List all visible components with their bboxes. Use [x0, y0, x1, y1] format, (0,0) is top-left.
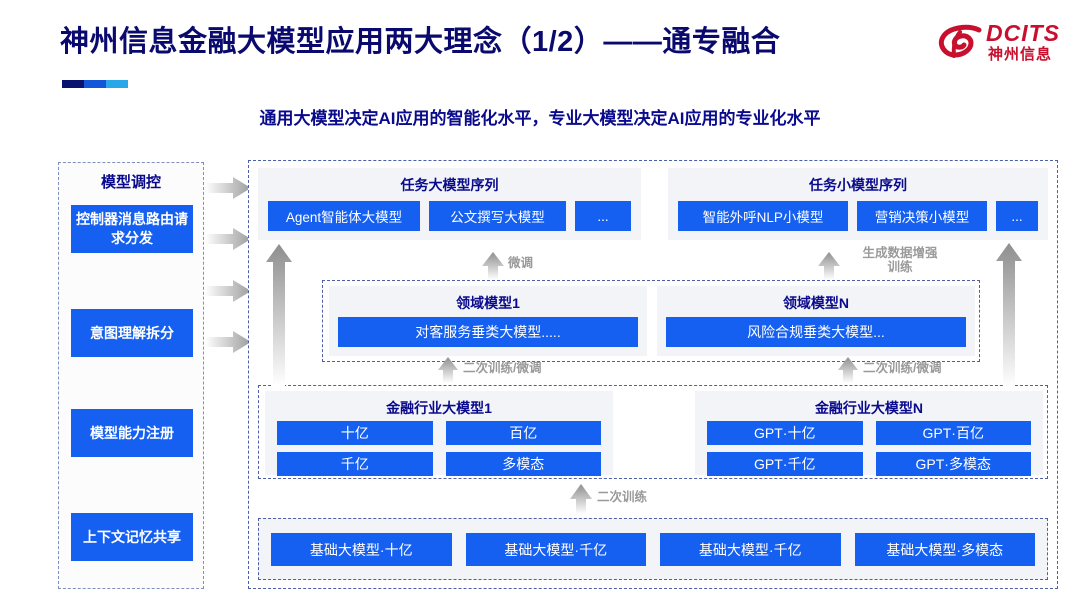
task-small-model-panel: 任务小模型序列 智能外呼NLP小模型 营销决策小模型 ... — [668, 168, 1048, 240]
domain-model-container: 领域模型1 对客服务垂类大模型..... 领域模型N 风险合规垂类大模型... — [322, 280, 980, 362]
arrow-label-data-aug-line2: 训练 — [887, 260, 913, 274]
task-small-chip-more[interactable]: ... — [996, 201, 1038, 231]
domain-model-1-panel: 领域模型1 对客服务垂类大模型..... — [329, 286, 647, 356]
control-item-router-dispatch[interactable]: 控制器消息路由请求分发 — [71, 205, 193, 253]
up-arrow-icon-data-augmentation — [818, 252, 840, 280]
task-big-chip-more[interactable]: ... — [575, 201, 631, 231]
domain-model-1-bar[interactable]: 对客服务垂类大模型..... — [338, 317, 638, 347]
industry-n-cell-gpt-baiyi[interactable]: GPT·百亿 — [875, 421, 1031, 445]
base-cell-multimodal[interactable]: 基础大模型·多模态 — [854, 533, 1035, 566]
base-model-container: 基础大模型·十亿 基础大模型·千亿 基础大模型·千亿 基础大模型·多模态 — [258, 518, 1048, 580]
right-arrow-icon-2 — [205, 228, 251, 250]
control-item-capability-registry[interactable]: 模型能力注册 — [71, 409, 193, 457]
industry-n-cell-gpt-qianyi[interactable]: GPT·千亿 — [707, 452, 863, 476]
task-big-model-panel: 任务大模型序列 Agent智能体大模型 公文撰写大模型 ... — [258, 168, 641, 240]
logo-text-cn: 神州信息 — [988, 46, 1053, 63]
control-column: 模型调控 控制器消息路由请求分发 意图理解拆分 模型能力注册 上下文记忆共享 — [58, 162, 204, 589]
right-arrow-icon-3 — [205, 280, 251, 302]
task-small-model-chip-row: 智能外呼NLP小模型 营销决策小模型 ... — [668, 195, 1048, 240]
industry-1-cell-qianyi[interactable]: 千亿 — [277, 452, 433, 476]
domain-model-1-title: 领域模型1 — [456, 295, 520, 311]
rule-segment-light — [106, 80, 128, 88]
industry-model-n-title: 金融行业大模型N — [814, 400, 924, 416]
up-arrow-icon-retrain-finetune-left — [438, 357, 458, 383]
up-arrow-icon-tall-left — [266, 244, 292, 386]
up-arrow-icon-retrain — [570, 484, 592, 514]
industry-n-cell-gpt-multimodal[interactable]: GPT·多模态 — [875, 452, 1031, 476]
page-subtitle: 通用大模型决定AI应用的智能化水平，专业大模型决定AI应用的专业化水平 — [259, 109, 821, 128]
task-big-chip-document[interactable]: 公文撰写大模型 — [429, 201, 566, 231]
task-big-chip-agent[interactable]: Agent智能体大模型 — [268, 201, 420, 231]
arrow-label-data-aug-line1: 生成数据增强 — [862, 246, 938, 260]
arrow-label-retrain-finetune-right: 二次训练/微调 — [863, 361, 942, 375]
industry-model-1-title: 金融行业大模型1 — [386, 400, 492, 416]
arrow-label-retrain-finetune-left: 二次训练/微调 — [463, 361, 542, 375]
arrow-label-retrain: 二次训练 — [597, 490, 648, 504]
base-model-row: 基础大模型·十亿 基础大模型·千亿 基础大模型·千亿 基础大模型·多模态 — [259, 519, 1047, 566]
industry-model-container: 金融行业大模型1 十亿 百亿 千亿 多模态 金融行业大模型N GPT·十亿 GP… — [258, 385, 1048, 479]
arrow-label-data-augmentation: 生成数据增强 训练 — [845, 246, 955, 274]
arrow-label-fine-tune: 微调 — [508, 256, 534, 270]
industry-model-1-grid: 十亿 百亿 千亿 多模态 — [265, 418, 613, 476]
right-arrow-icon-1 — [205, 177, 251, 199]
task-small-model-title: 任务小模型序列 — [809, 177, 907, 193]
industry-1-cell-shiyi[interactable]: 十亿 — [277, 421, 433, 445]
industry-model-n-grid: GPT·十亿 GPT·百亿 GPT·千亿 GPT·多模态 — [695, 418, 1043, 476]
base-cell-qianyi-2[interactable]: 基础大模型·千亿 — [660, 533, 841, 566]
industry-1-cell-multimodal[interactable]: 多模态 — [445, 452, 601, 476]
task-small-chip-marketing[interactable]: 营销决策小模型 — [857, 201, 987, 231]
dcits-logo: DCITS 神州信息 — [938, 20, 1066, 72]
logo-text-en: DCITS — [986, 20, 1060, 46]
industry-model-n-panel: 金融行业大模型N GPT·十亿 GPT·百亿 GPT·千亿 GPT·多模态 — [695, 391, 1043, 476]
industry-model-1-panel: 金融行业大模型1 十亿 百亿 千亿 多模态 — [265, 391, 613, 476]
rule-segment-dark — [62, 80, 84, 88]
rule-segment-mid — [84, 80, 106, 88]
base-cell-shiyi[interactable]: 基础大模型·十亿 — [271, 533, 452, 566]
domain-model-n-title: 领域模型N — [782, 295, 850, 311]
title-underline-rule — [62, 80, 128, 88]
task-big-model-title: 任务大模型序列 — [400, 177, 499, 193]
task-big-model-chip-row: Agent智能体大模型 公文撰写大模型 ... — [258, 195, 641, 240]
task-small-chip-outbound-nlp[interactable]: 智能外呼NLP小模型 — [678, 201, 848, 231]
industry-n-cell-gpt-shiyi[interactable]: GPT·十亿 — [707, 421, 863, 445]
up-arrow-icon-retrain-finetune-right — [838, 357, 858, 383]
domain-model-n-panel: 领域模型N 风险合规垂类大模型... — [657, 286, 975, 356]
base-cell-qianyi-1[interactable]: 基础大模型·千亿 — [465, 533, 646, 566]
dcits-logo-mark-icon — [938, 24, 982, 58]
control-item-intent-parsing[interactable]: 意图理解拆分 — [71, 309, 193, 357]
industry-1-cell-baiyi[interactable]: 百亿 — [445, 421, 601, 445]
control-item-context-memory[interactable]: 上下文记忆共享 — [71, 513, 193, 561]
page-title: 神州信息金融大模型应用两大理念（1/2）——通专融合 — [60, 26, 781, 58]
right-arrow-icon-4 — [205, 331, 251, 353]
up-arrow-icon-tall-right — [996, 243, 1022, 387]
up-arrow-icon-fine-tune — [482, 252, 504, 280]
domain-model-n-bar[interactable]: 风险合规垂类大模型... — [666, 317, 966, 347]
control-column-title: 模型调控 — [100, 174, 161, 191]
